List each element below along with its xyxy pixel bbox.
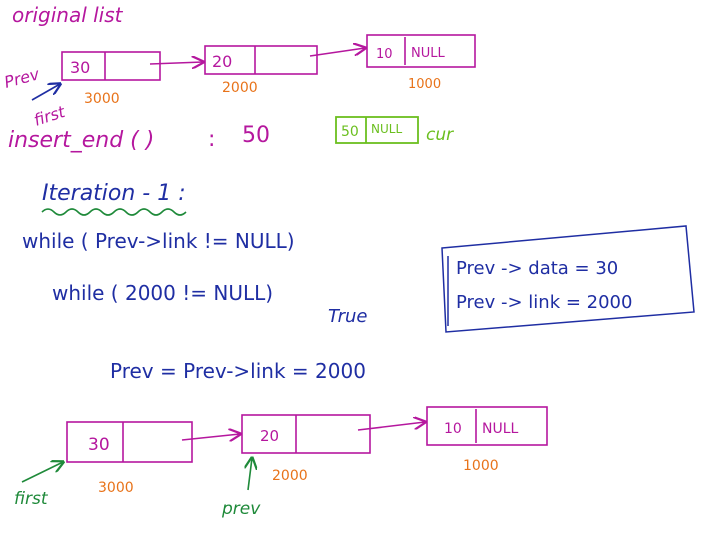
- insert-end-call: insert_end ( ): [8, 128, 154, 153]
- info-box-line-2: Prev -> link = 2000: [456, 292, 632, 313]
- new-node-link: NULL: [371, 122, 402, 136]
- insert-end-colon: :: [208, 127, 215, 152]
- updated-node-3-link: NULL: [482, 421, 519, 437]
- original-first-label: first: [31, 102, 68, 130]
- info-box-line-1: Prev -> data = 30: [456, 258, 618, 279]
- original-node-2-address: 2000: [222, 80, 258, 96]
- original-link-2-arrow: [309, 48, 365, 57]
- updated-node-2: 20: [241, 414, 371, 454]
- original-node-3-address: 1000: [408, 77, 441, 92]
- updated-prev-label: prev: [221, 499, 261, 519]
- original-node-1-data: 30: [70, 58, 90, 77]
- updated-node-3-address: 1000: [463, 458, 499, 474]
- original-node-3-link: NULL: [411, 46, 445, 61]
- original-node-1-address: 3000: [84, 91, 120, 107]
- updated-node-3: 10 NULL: [426, 406, 548, 446]
- updated-link-2-arrow: [357, 422, 425, 431]
- new-node: 50 NULL: [335, 116, 419, 144]
- updated-node-2-address: 2000: [272, 468, 308, 484]
- updated-node-2-data: 20: [260, 427, 279, 445]
- original-node-2-data: 20: [212, 52, 232, 71]
- original-node-3: 10 NULL: [366, 34, 476, 68]
- while-condition-line: while ( Prev->link != NULL): [22, 229, 295, 253]
- updated-node-1-data: 30: [88, 435, 110, 455]
- prev-info-box: Prev -> data = 30 Prev -> link = 2000: [441, 225, 695, 333]
- iteration-title: Iteration - 1 :: [42, 181, 186, 206]
- original-link-1-arrow: [149, 62, 203, 64]
- updated-node-1: 30: [66, 421, 193, 463]
- original-node-1: 30: [61, 51, 161, 81]
- original-list-title: original list: [12, 3, 124, 27]
- prev-assign-line: Prev = Prev->link = 2000: [110, 359, 366, 383]
- iteration-underline: [41, 208, 187, 216]
- insert-end-value: 50: [242, 123, 270, 148]
- updated-first-arrow: [21, 462, 63, 483]
- updated-prev-arrow: [248, 458, 252, 491]
- updated-node-1-address: 3000: [98, 480, 134, 496]
- original-node-2: 20: [204, 45, 318, 75]
- updated-node-3-data: 10: [444, 421, 462, 437]
- updated-link-1-arrow: [181, 434, 240, 440]
- new-node-data: 50: [341, 124, 359, 140]
- cur-label: cur: [426, 125, 454, 145]
- original-first-arrow: [31, 84, 60, 101]
- updated-first-label: first: [14, 489, 49, 509]
- original-node-3-data: 10: [376, 47, 393, 62]
- while-evaluated-line: while ( 2000 != NULL): [52, 281, 273, 305]
- original-prev-label: Prev: [2, 64, 42, 92]
- while-result: True: [328, 306, 367, 327]
